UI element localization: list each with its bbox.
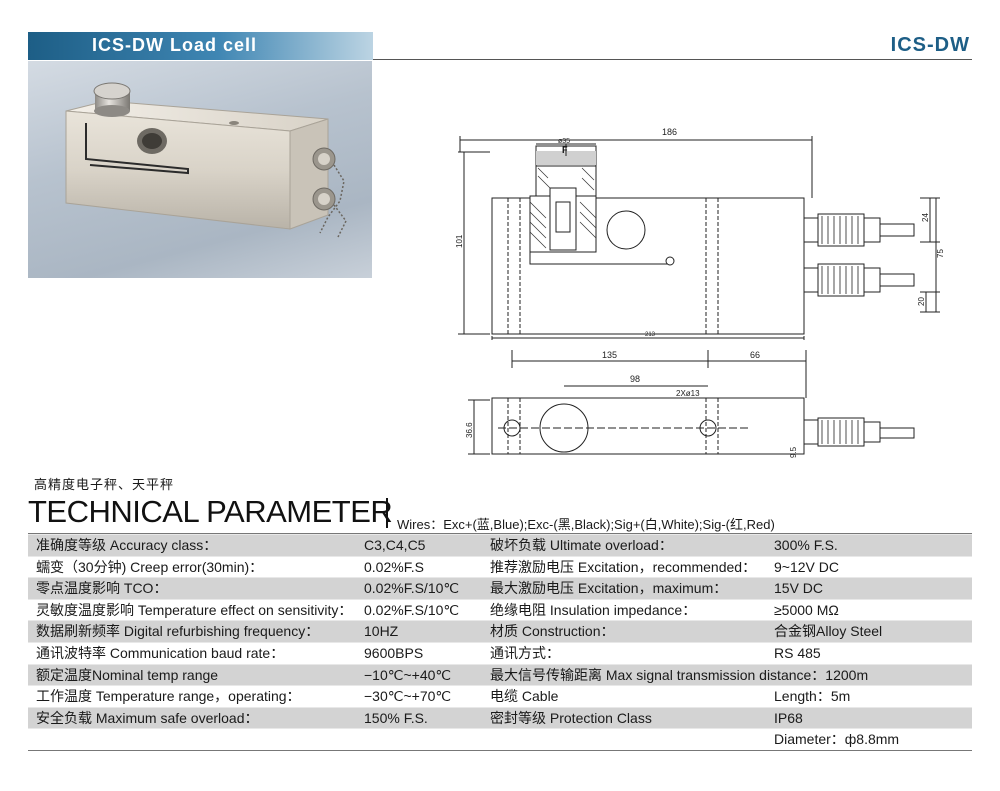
param-value: 150% F.S. — [364, 709, 428, 726]
param-value: 10HZ — [364, 623, 399, 640]
param-label: 破坏负载 Ultimate overload： — [490, 537, 673, 553]
technical-parameter-heading: TECHNICAL PARAMETER — [28, 494, 393, 529]
product-photo — [28, 61, 372, 278]
param-value — [774, 665, 972, 686]
heading-separator — [386, 498, 388, 528]
table-row: 零点温度影响 TCO： 0.02%F.S/10℃ 最大激励电压 Excitati… — [28, 577, 972, 599]
dim-plan-connector: 9.5 — [789, 446, 798, 458]
param-value: 0.02%F.S/10℃ — [364, 580, 460, 597]
param-value — [364, 729, 490, 750]
table-row: 通讯波特率 Communication baud rate： 9600BPS 通… — [28, 641, 972, 664]
param-label: 通讯波特率 Communication baud rate： — [36, 644, 285, 661]
param-label: 绝缘电阻 Insulation impedance： — [490, 601, 697, 618]
param-value: 15V DC — [774, 580, 824, 597]
param-label: 准确度等级 Accuracy class： — [36, 537, 218, 553]
param-value: 0.02%F.S/10℃ — [364, 601, 460, 618]
param-label: 零点温度影响 TCO： — [36, 580, 168, 597]
param-value: 9~12V DC — [774, 558, 839, 575]
dim-plan-width: 36.6 — [465, 422, 474, 438]
param-label: 工作温度 Temperature range，operating： — [36, 688, 301, 705]
table-row: 灵敏度温度影响 Temperature effect on sensitivit… — [28, 598, 972, 621]
dim-holes-pitch: 98 — [630, 374, 640, 384]
application-subtitle: 高精度电子秤、天平秤 — [34, 477, 175, 492]
param-value: 9600BPS — [364, 644, 424, 661]
table-row: 工作温度 Temperature range，operating： −30℃~+… — [28, 685, 972, 707]
table-row: 额定温度Nominal temp range −10℃~+40℃ 最大信号传输距… — [28, 663, 972, 686]
model-name: ICS-DW — [890, 34, 970, 56]
param-label: 密封等级 Protection Class — [490, 709, 652, 726]
dim-connector-lower: 20 — [917, 297, 926, 306]
dim-base-length: 213 — [645, 332, 656, 338]
param-label — [490, 729, 774, 750]
dim-total-length: 186 — [662, 127, 677, 137]
dim-holes: 2Xø13 — [676, 389, 700, 398]
param-value: Diameter：ф8.8mm — [774, 731, 900, 748]
table-row: 蠕变（30分钟) Creep error(30min)： 0.02%F.S 推荐… — [28, 555, 972, 578]
title-bar: ICS-DW Load cell — [28, 32, 373, 60]
technical-drawing: 186 ø35 F — [450, 118, 950, 468]
param-label: 额定温度Nominal temp range — [36, 666, 219, 683]
param-label: 最大激励电压 Excitation，maximum： — [490, 580, 728, 597]
param-value: IP68 — [774, 709, 803, 726]
dim-pin-dia: ø35 — [558, 138, 570, 145]
table-row: 数据刷新频率 Digital refurbishing frequency： 1… — [28, 620, 972, 642]
param-label: 数据刷新频率 Digital refurbishing frequency： — [36, 623, 320, 640]
table-row: Diameter：ф8.8mm — [28, 728, 972, 750]
dim-connector-upper: 24 — [921, 213, 930, 222]
param-label: 灵敏度温度影响 Temperature effect on sensitivit… — [36, 601, 353, 618]
param-value: ≥5000 MΩ — [774, 601, 839, 618]
param-value: −10℃~+40℃ — [364, 666, 452, 683]
dim-force: F — [562, 145, 568, 155]
header-divider — [373, 59, 972, 60]
param-label: 电缆 Cable — [490, 688, 559, 705]
dim-plan-left: 135 — [602, 350, 617, 360]
param-label: 推荐激励电压 Excitation，recommended： — [490, 558, 757, 575]
parameters-table: 准确度等级 Accuracy class： C3,C4,C5 破坏负载 Ulti… — [28, 533, 972, 751]
param-value: RS 485 — [774, 644, 821, 661]
param-value: −30℃~+70℃ — [364, 688, 452, 705]
param-label: 通讯方式： — [490, 644, 560, 661]
param-value: Length：5m — [774, 688, 851, 705]
param-value: 0.02%F.S — [364, 558, 424, 575]
param-label: 材质 Construction： — [490, 623, 615, 640]
param-label: 蠕变（30分钟) Creep error(30min)： — [36, 558, 264, 575]
table-row: 准确度等级 Accuracy class： C3,C4,C5 破坏负载 Ulti… — [28, 534, 972, 556]
dim-height: 101 — [455, 234, 464, 248]
wires-legend: Wires：Exc+(蓝,Blue);Exc-(黑,Black);Sig+(白,… — [397, 517, 775, 532]
page-title: ICS-DW Load cell — [92, 35, 258, 55]
param-value: 合金钢Alloy Steel — [774, 623, 883, 640]
param-label: 安全负载 Maximum safe overload： — [36, 709, 259, 726]
param-value: C3,C4,C5 — [364, 537, 426, 553]
param-value: 300% F.S. — [774, 537, 838, 553]
param-label: 最大信号传输距离 Max signal transmission distanc… — [490, 666, 869, 683]
dim-plan-right: 66 — [750, 350, 760, 360]
table-row: 安全负载 Maximum safe overload： 150% F.S. 密封… — [28, 706, 972, 729]
dim-connector-span: 75 — [936, 249, 945, 258]
param-label — [28, 729, 364, 750]
